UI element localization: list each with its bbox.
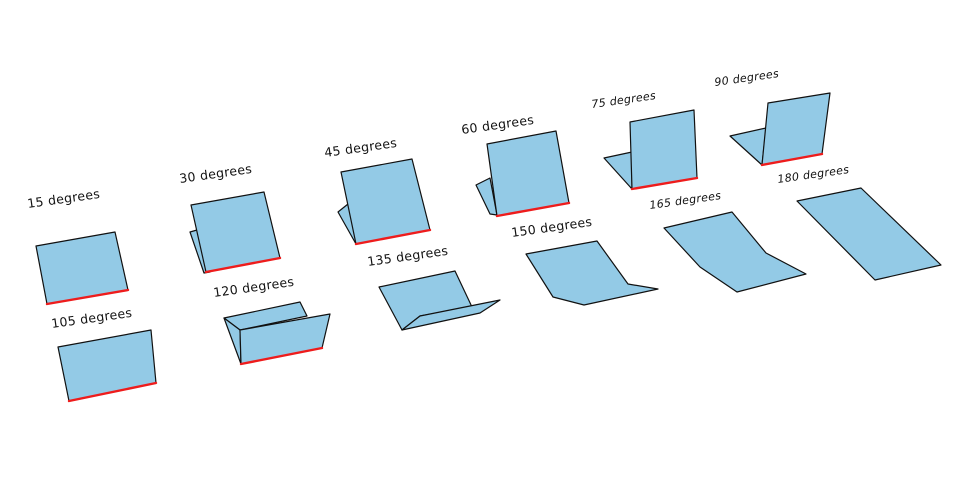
fold-panel-30: 30 degrees xyxy=(178,161,282,274)
fold-panel-90: 90 degrees xyxy=(714,67,831,167)
fold-panel-105: 105 degrees xyxy=(50,305,158,403)
fold-label: 105 degrees xyxy=(50,305,133,331)
fold-label: 180 degrees xyxy=(777,163,850,186)
fold-label: 135 degrees xyxy=(366,243,449,269)
fold-panel-15: 15 degrees xyxy=(26,186,130,306)
hinge-edge xyxy=(495,201,571,218)
fold-panel-75: 75 degrees xyxy=(591,89,699,191)
fold-panel-165: 165 degrees xyxy=(649,189,807,293)
hinge-edge xyxy=(354,228,432,246)
hinge-edge xyxy=(239,346,324,366)
hinge-edge xyxy=(204,256,282,274)
hinge-edge xyxy=(67,381,158,403)
hinge-edge xyxy=(45,288,130,306)
fold-panel-180: 180 degrees xyxy=(777,163,942,281)
fold-label: 90 degrees xyxy=(714,67,780,89)
fold-label: 15 degrees xyxy=(26,186,101,211)
hinge-edge xyxy=(760,152,824,167)
fold-label: 150 degrees xyxy=(510,214,593,240)
fold-panel-135: 135 degrees xyxy=(366,243,501,331)
fold-panel-60: 60 degrees xyxy=(460,112,571,218)
fold-label: 60 degrees xyxy=(460,112,535,137)
hinge-edge xyxy=(630,176,699,191)
fold-label: 30 degrees xyxy=(178,161,253,186)
fold-panel-150: 150 degrees xyxy=(510,214,659,306)
fold-label: 75 degrees xyxy=(591,89,657,111)
fold-label: 120 degrees xyxy=(212,274,295,300)
fold-panel-120: 120 degrees xyxy=(212,274,331,366)
fold-panel-45: 45 degrees xyxy=(323,135,432,246)
fold-label: 165 degrees xyxy=(649,189,722,212)
fold-label: 45 degrees xyxy=(323,135,398,160)
